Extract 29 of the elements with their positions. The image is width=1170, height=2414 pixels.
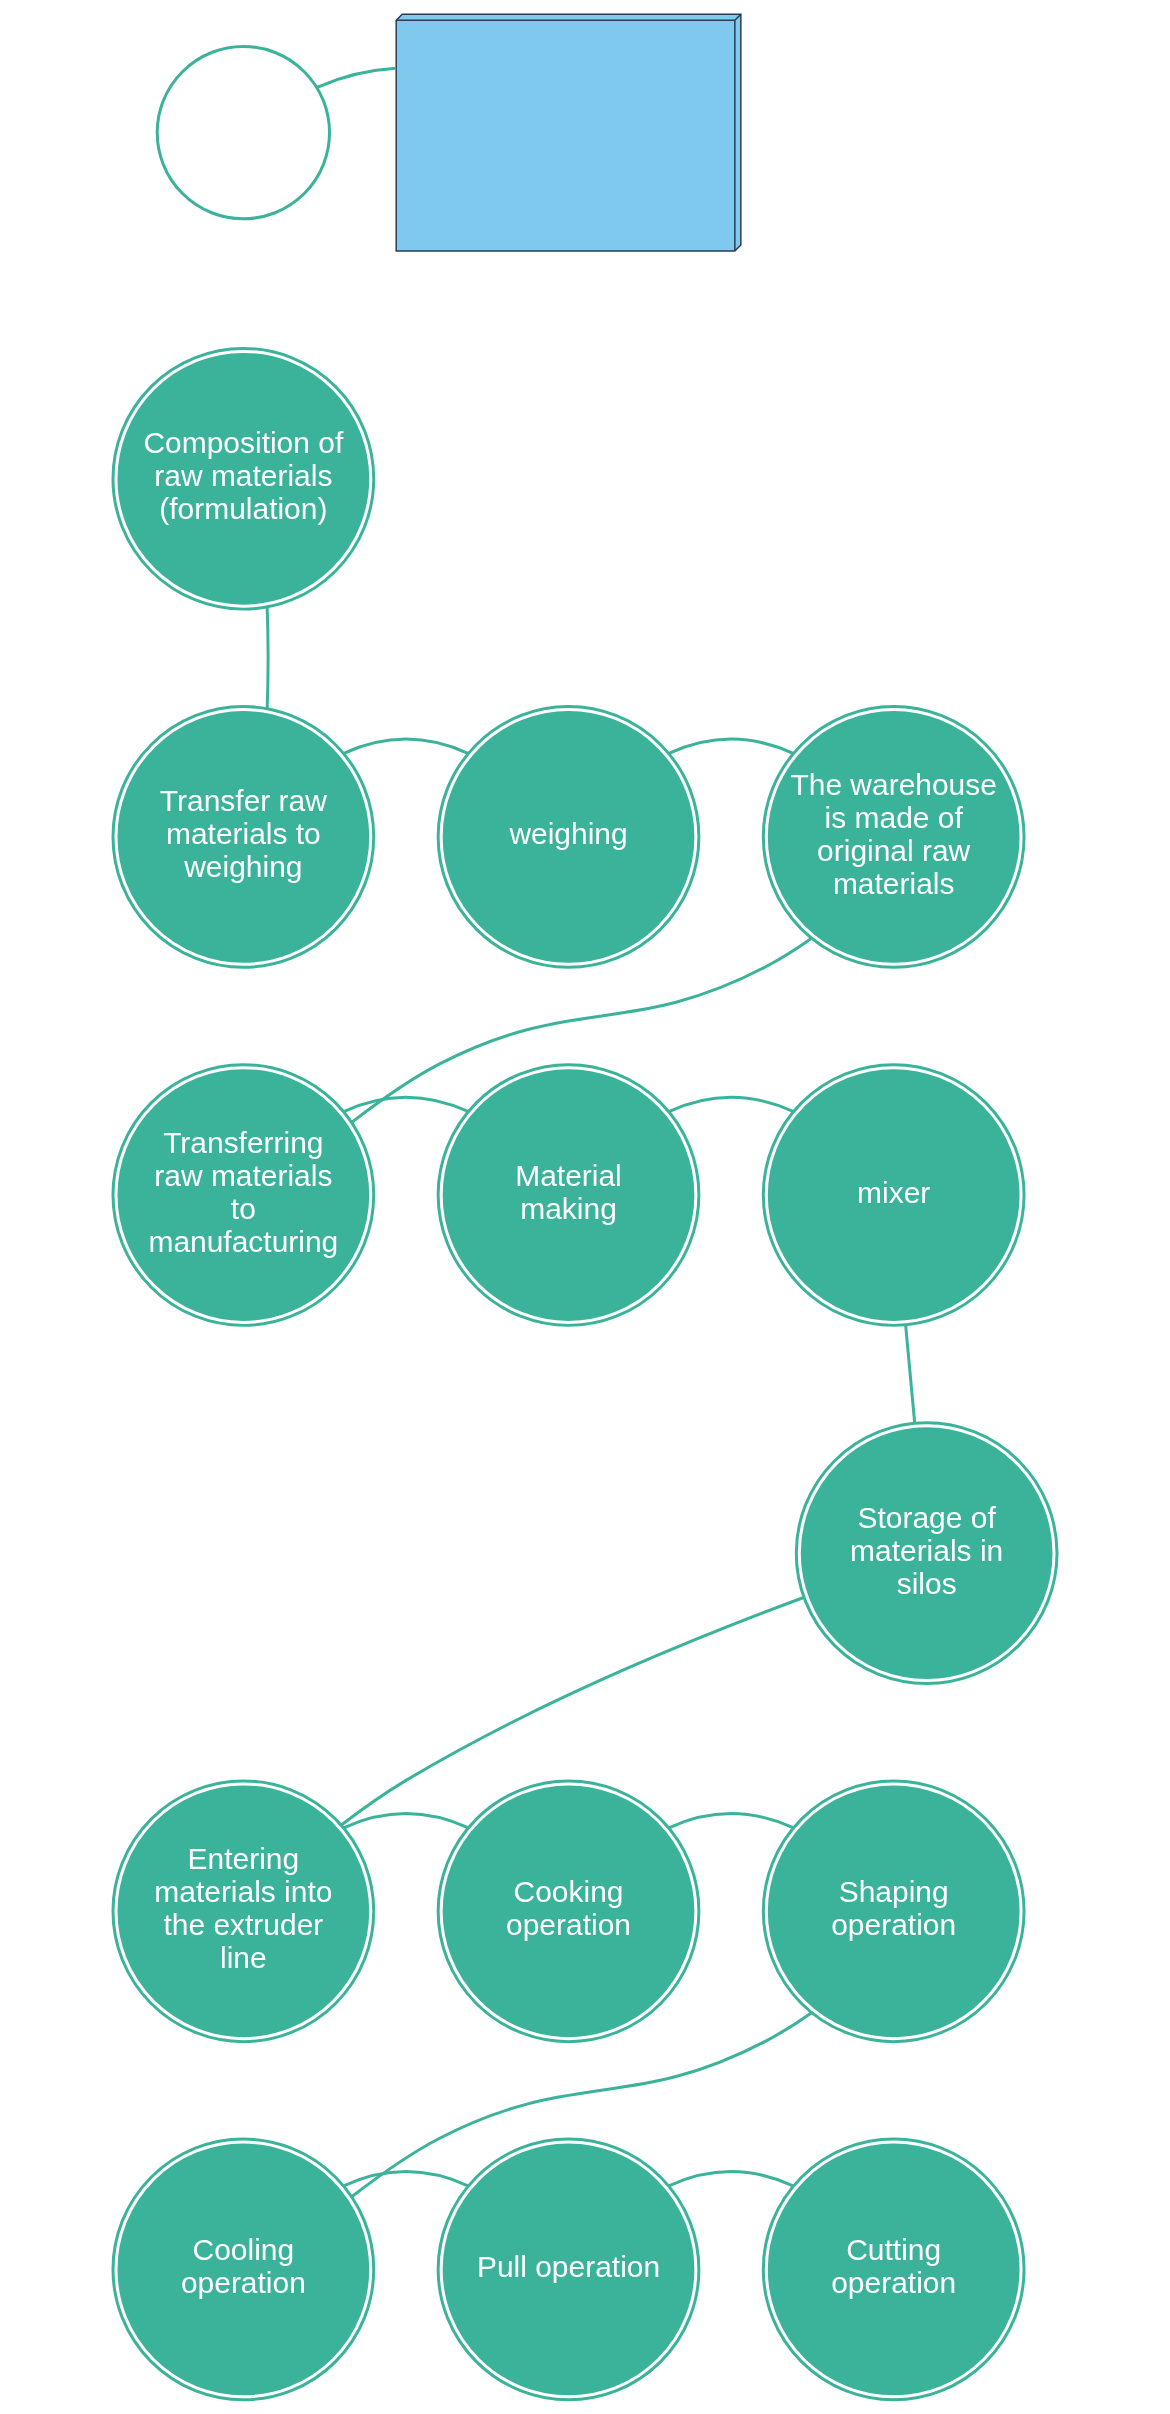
node-circle: Storage of materials in silos: [794, 1421, 1059, 1685]
node-circle: Cooling operation: [111, 2137, 376, 2402]
node-circle: Cooking operation: [436, 1779, 701, 2044]
connector: [265, 606, 270, 709]
node-circle: Transferring raw materials to manufacturing: [111, 1063, 376, 1327]
connector: [343, 1095, 469, 1113]
node-circle: The warehouse is made of original raw materials: [761, 705, 1026, 969]
connector: [343, 737, 469, 755]
node-circle: Composition of raw materials (formulation): [111, 346, 376, 611]
node-circle: mixer: [761, 1063, 1026, 1327]
connector: [668, 737, 794, 755]
node-circle: Entering materials into the extruder line: [111, 1779, 376, 2044]
connector: [351, 2011, 813, 2198]
connector: [904, 1325, 917, 1423]
connector: [343, 1812, 469, 1830]
connector: [668, 2170, 794, 2188]
node-circle: Pull operation: [436, 2137, 701, 2402]
connector: [668, 1812, 794, 1830]
node-circle: weighing: [436, 705, 701, 969]
connector: [351, 937, 813, 1124]
node-circle: Material making: [436, 1063, 701, 1327]
connector: [668, 1095, 794, 1113]
connector: [316, 66, 397, 89]
connector: [340, 1596, 805, 1827]
node-circle: Transfer raw materials to weighing: [111, 705, 376, 969]
node-circle: Cutting operation: [761, 2137, 1026, 2402]
connector: [343, 2170, 469, 2188]
node-circle: Shaping operation: [761, 1779, 1026, 2044]
node-circle: [155, 44, 331, 221]
